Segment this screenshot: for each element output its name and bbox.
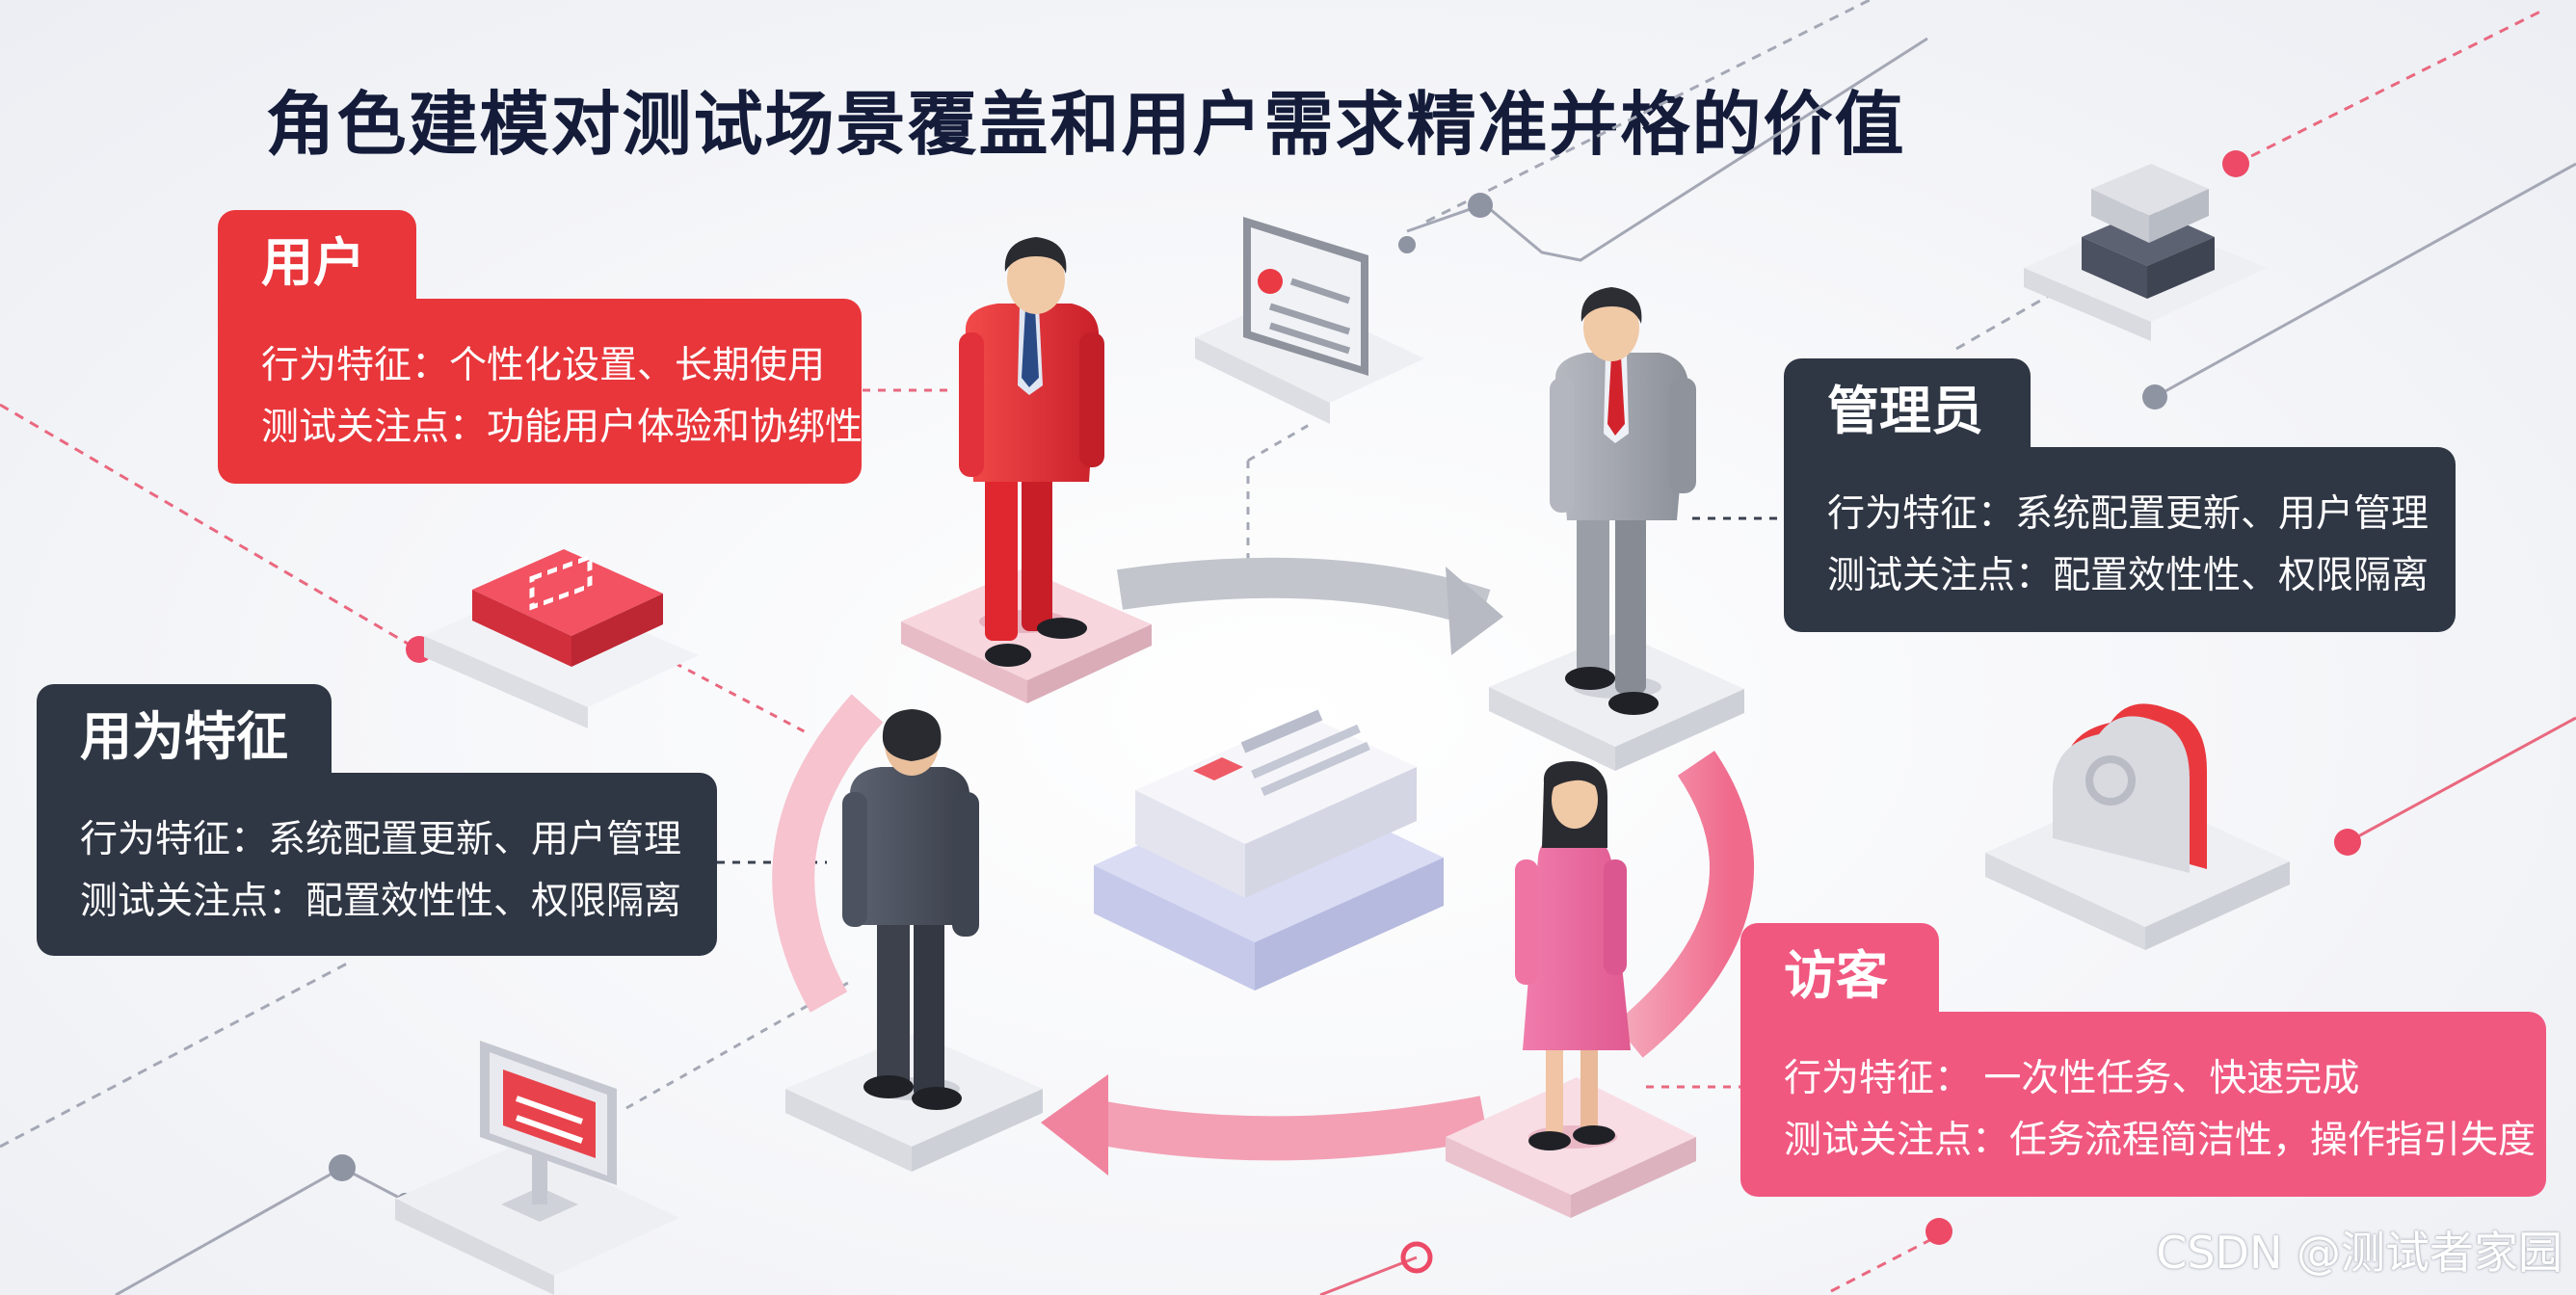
monitor-icon xyxy=(395,1041,679,1295)
role-focus-text: 测试关注点：配置效性性、权限隔离 xyxy=(80,880,682,923)
role-behavior-text: 行为特征： 一次性任务、快速完成 xyxy=(1784,1057,2360,1100)
role-details-behavior: 行为特征：系统配置更新、用户管理 测试关注点：配置效性性、权限隔离 xyxy=(37,773,717,956)
admin-figure xyxy=(1550,287,1696,715)
kanban-card-icon xyxy=(1094,709,1444,991)
role-details-admin: 行为特征：系统配置更新、用户管理 测试关注点：配置效性性、权限隔离 xyxy=(1784,447,2456,632)
user-figure xyxy=(959,237,1104,667)
role-details-visitor: 行为特征： 一次性任务、快速完成 测试关注点：任务流程简洁性，操作指引失度 xyxy=(1740,1012,2546,1197)
role-title-behavior: 用为特征 xyxy=(37,684,332,790)
role-behavior-text: 行为特征：系统配置更新、用户管理 xyxy=(80,818,682,861)
role-focus-text: 测试关注点：功能用户体验和协绑性 xyxy=(261,406,863,449)
role-title-visitor: 访客 xyxy=(1740,923,1939,1029)
page-title: 角色建模对测试场景覆盖和用户需求精准并格的价值 xyxy=(265,84,1906,165)
watermark: CSDN @测试者家园 xyxy=(2156,1227,2563,1279)
role-title-user: 用户 xyxy=(218,210,416,316)
role-focus-text: 测试关注点：任务流程简洁性，操作指引失度 xyxy=(1784,1119,2536,1162)
behavior-figure xyxy=(842,709,979,1110)
dashboard-card-icon xyxy=(424,549,699,728)
role-details-user: 行为特征：个性化设置、长期使用 测试关注点：功能用户体验和协绑性 xyxy=(218,299,863,484)
role-focus-text: 测试关注点：配置效性性、权限隔离 xyxy=(1827,554,2430,597)
role-behavior-text: 行为特征：个性化设置、长期使用 xyxy=(261,344,826,387)
server-stack-icon xyxy=(2024,164,2267,341)
role-behavior-text: 行为特征：系统配置更新、用户管理 xyxy=(1827,492,2430,536)
visitor-figure xyxy=(1515,761,1631,1150)
cloud-icon xyxy=(1985,703,2290,950)
flow-cycle xyxy=(772,557,1754,1176)
document-card-icon xyxy=(1195,217,1424,424)
role-title-admin: 管理员 xyxy=(1784,358,2031,464)
